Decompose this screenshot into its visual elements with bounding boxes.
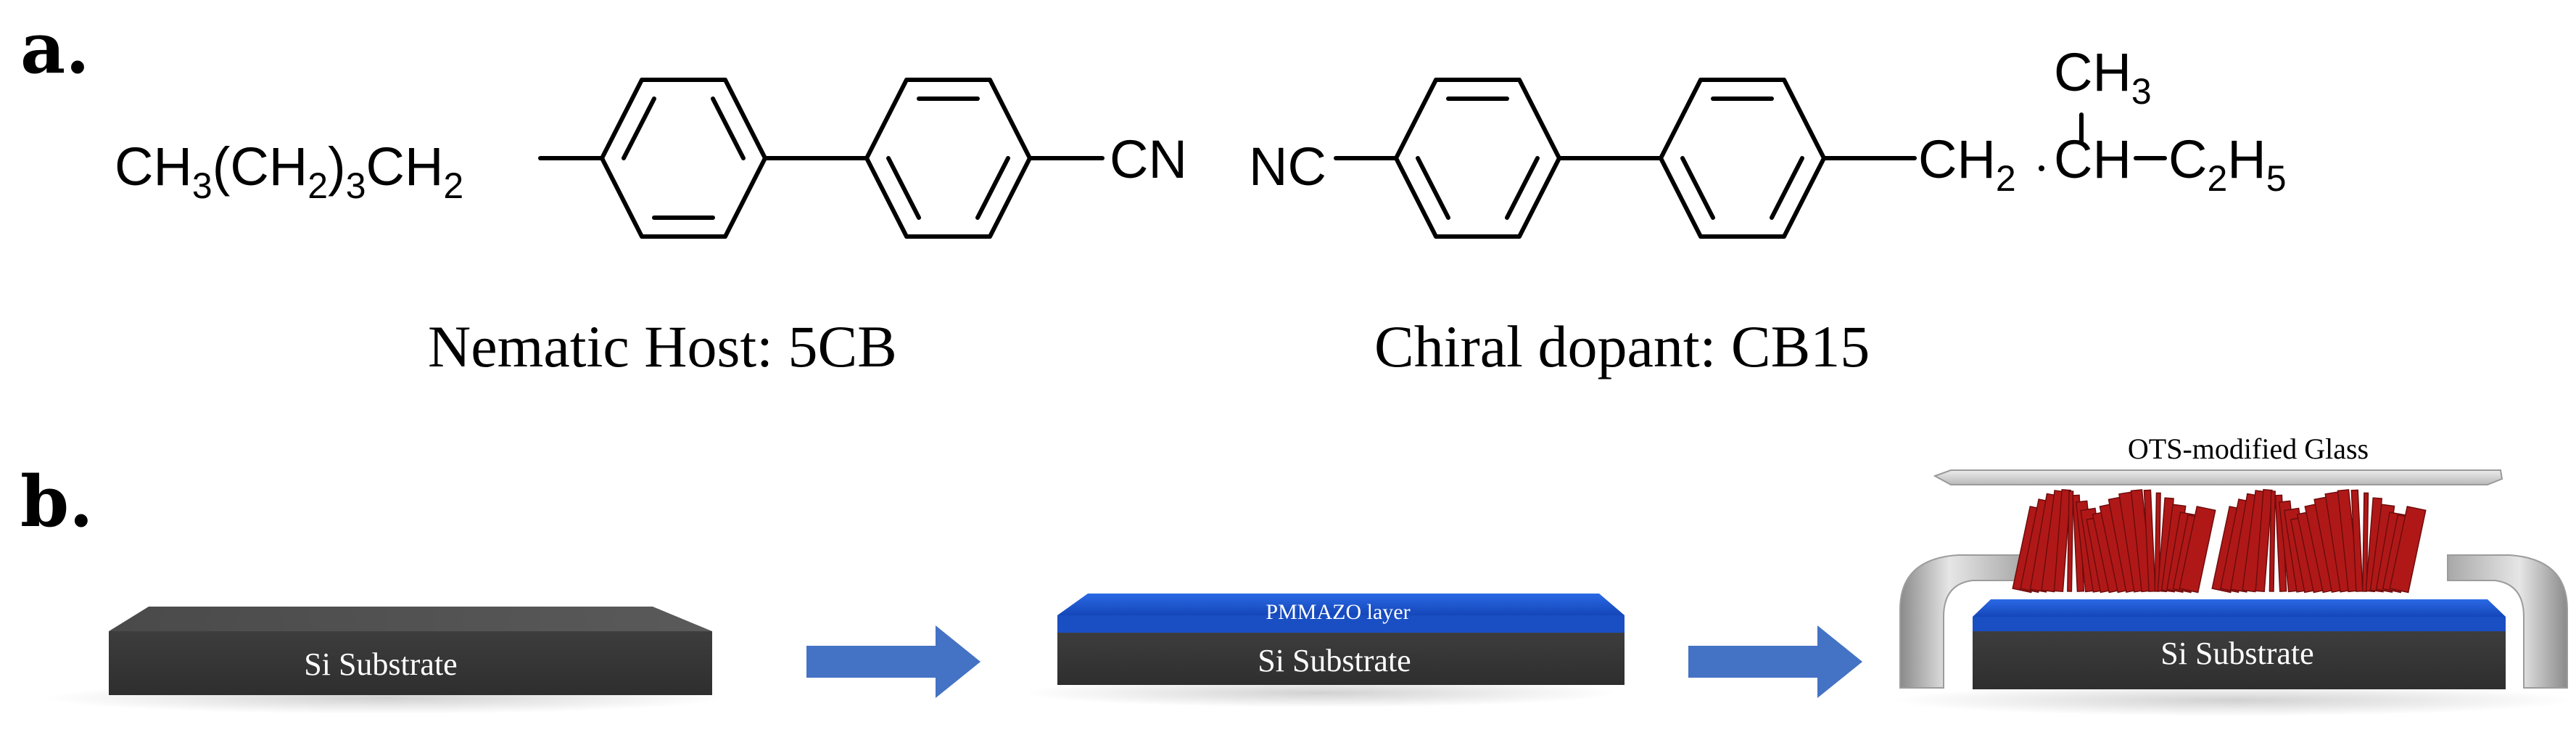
5cb-cyano-group: CN [1110,129,1187,189]
substrate-label: Si Substrate [2160,636,2313,671]
substrate-label: Si Substrate [1258,643,1411,678]
5cb-caption: Nematic Host: 5CB [428,313,897,379]
lc-molecule [2269,490,2276,592]
step-3-lc-cell: OTS-modified Glass Si Substrate [1893,432,2575,716]
lc-molecule [2053,488,2071,593]
panel-b-label: b. [20,461,94,543]
lc-molecule [2255,488,2273,593]
lc-molecule [2143,489,2156,592]
pmmazo-layer [1057,594,1625,615]
lc-molecule [2389,506,2427,594]
substrate-front-face [1973,631,2506,689]
step-2-pmmazo-coating: PMMAZO layer Si Substrate [1023,594,1625,707]
lc-helix-molecules [2012,488,2427,594]
substrate-top-face [109,607,712,631]
benzene-ring-icon [864,78,1032,239]
panel-a-label: a. [20,7,90,89]
lc-molecule [2067,490,2074,592]
ots-glass-plate [1933,469,2503,485]
lc-molecule [2350,489,2364,592]
cb15-methyl-group: CH3 [2054,42,2152,112]
substrate-front-face [109,631,712,695]
spacer-left [1899,554,2024,689]
cb15-ch-group: CH [2054,129,2131,189]
benzene-ring-icon [600,78,767,239]
lc-molecule [2361,492,2369,592]
5cb-alkyl-chain: CH3(CH2)3CH2 [115,136,463,206]
substrate-label: Si Substrate [304,646,457,682]
benzene-ring-icon [1659,78,1826,239]
step-1-si-substrate: Si Substrate [44,607,725,714]
arrow-right-icon [806,625,981,698]
cb15-caption: Chiral dopant: CB15 [1374,313,1870,379]
cb15-ch2-group: CH2 [1918,129,2016,199]
lc-molecule [2179,506,2216,594]
cb15-ethyl-group: C2H5 [2168,129,2287,199]
pmmazo-layer-label: PMMAZO layer [1266,600,1410,624]
ots-glass-label: OTS-modified Glass [2128,432,2369,465]
benzene-ring-icon [1394,78,1561,239]
substrate-front-face [1057,633,1625,685]
cb15-cyano-group: NC [1249,136,1326,197]
bond-dot [2039,165,2044,171]
spacer-right [2447,554,2568,689]
molecule-cb15: NC CH2 CH CH3 C2H5 Chiral dopant: CB15 [1249,42,2287,379]
molecule-5cb: CH3(CH2)3CH2 CN Nematic Host: 5CB [115,78,1187,379]
pmmazo-layer [1973,599,2506,617]
arrow-right-icon [1688,625,1862,698]
